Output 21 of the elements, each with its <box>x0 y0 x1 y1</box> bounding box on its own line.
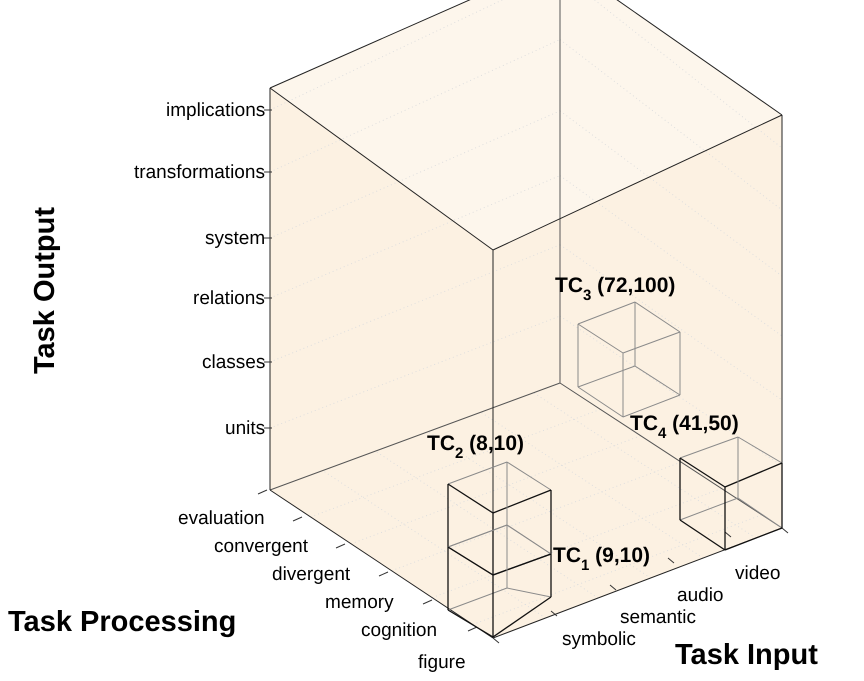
axis-tick-label: transformations <box>134 162 265 182</box>
axis-title: Task Output <box>30 206 60 374</box>
axis-tick-label: audio <box>677 586 724 604</box>
axis-tick-label: convergent <box>214 536 308 556</box>
axis-tick-label: memory <box>325 592 394 612</box>
axis-tick-label: figure <box>418 652 466 672</box>
axis-tick-label: evaluation <box>178 508 265 528</box>
axis-tick-label: semantic <box>620 608 696 626</box>
axis-tick-label: units <box>225 418 266 438</box>
axis-tick-label: cognition <box>361 620 438 640</box>
cube-label: TC$_{1}$ (9,10) <box>553 545 650 573</box>
axis-tick-label: system <box>205 228 266 248</box>
cube-label: TC$_{4}$ (41,50) <box>630 413 739 441</box>
axis-tick-label: implications <box>166 100 266 120</box>
axis-tick-label: divergent <box>272 564 350 584</box>
axis-tick-label: relations <box>193 288 265 308</box>
axis-title: Task Input <box>675 640 818 670</box>
axis-tick-label: classes <box>202 352 266 372</box>
axis-tick-label: video <box>735 564 780 582</box>
axis-tick-label: symbolic <box>562 630 636 648</box>
axis-title: Task Processing <box>8 608 236 636</box>
